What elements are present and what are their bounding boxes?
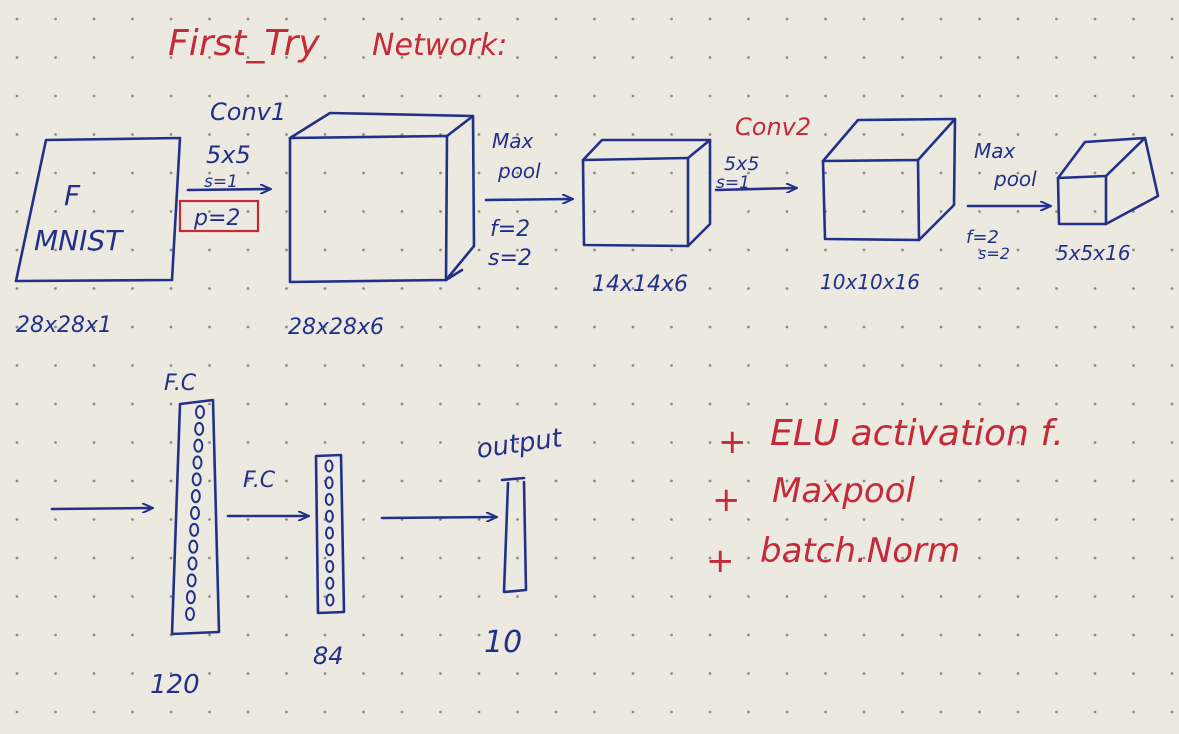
conv1-padding-box bbox=[178, 199, 260, 233]
conv1-padding: p=2 bbox=[193, 206, 240, 231]
note-bullet: + bbox=[712, 480, 741, 520]
neuron-circle bbox=[192, 455, 203, 470]
pool1-label-bottom: pool bbox=[497, 159, 541, 183]
page-subtitle: Network: bbox=[372, 28, 507, 63]
neuron-circle bbox=[185, 590, 196, 605]
input-top-text: F bbox=[64, 179, 81, 212]
neuron-circle bbox=[193, 438, 204, 453]
note-item: batch.Norm bbox=[760, 531, 960, 571]
neuron-circle bbox=[191, 472, 202, 487]
neuron-circle bbox=[185, 607, 195, 621]
pool2-label-bottom: pool bbox=[993, 167, 1037, 191]
fc2-to-output-arrow bbox=[380, 517, 496, 518]
neuron-circle bbox=[325, 543, 335, 557]
fc2-size: 84 bbox=[313, 642, 344, 670]
pool2-output-dims: 5x5x16 bbox=[1056, 241, 1131, 265]
conv2-output-cube bbox=[821, 117, 957, 242]
page-title: First_Try bbox=[168, 23, 320, 64]
conv2-stride: s=1 bbox=[716, 173, 750, 193]
pool2-stride: s=2 bbox=[978, 244, 1010, 263]
neuron-circle bbox=[324, 509, 334, 523]
note-item: Maxpool bbox=[772, 471, 915, 511]
neuron-circle bbox=[189, 522, 200, 537]
conv2-kernel: 5x5 bbox=[724, 153, 759, 175]
conv2-label: Conv2 bbox=[735, 113, 811, 141]
conv1-output-block bbox=[288, 111, 476, 284]
pool1-stride: s=2 bbox=[488, 246, 532, 271]
neuron-circle bbox=[190, 489, 201, 504]
conv2-arrow bbox=[714, 188, 796, 190]
neuron-circle bbox=[325, 576, 335, 590]
pool2-label-top: Max bbox=[974, 139, 1016, 163]
conv1-stride: s=1 bbox=[204, 172, 238, 192]
notes-list: + ELU activation f. + Maxpool + batch.No… bbox=[706, 413, 1064, 581]
neuron-circle bbox=[190, 506, 200, 520]
pool2-filter: f=2 bbox=[966, 227, 999, 248]
neuron-circle bbox=[188, 539, 199, 554]
neuron-circle bbox=[187, 556, 198, 571]
pool1-label-top: Max bbox=[492, 129, 534, 153]
neuron-circle bbox=[324, 476, 334, 490]
input-dims: 28x28x1 bbox=[16, 313, 112, 338]
pool1-arrow bbox=[484, 199, 572, 200]
flatten-arrow bbox=[50, 508, 152, 509]
fc2-layer bbox=[314, 453, 346, 615]
output-layer bbox=[500, 476, 528, 594]
conv1-kernel: 5x5 bbox=[206, 141, 251, 169]
pool2-output-cube bbox=[1056, 136, 1160, 226]
pool1-filter: f=2 bbox=[490, 217, 530, 242]
note-bullet: + bbox=[718, 422, 747, 462]
neuron-circle bbox=[325, 593, 335, 607]
fc1-layer bbox=[170, 398, 221, 636]
neuron-circle bbox=[194, 421, 205, 436]
neuron-circle bbox=[324, 459, 334, 473]
fc1-label: F.C bbox=[164, 371, 197, 396]
conv1-output-dims: 28x28x6 bbox=[288, 315, 384, 340]
note-bullet: + bbox=[706, 541, 735, 581]
pool1-output-cube bbox=[581, 138, 712, 248]
input-mnist-block: F MNIST bbox=[14, 136, 182, 283]
note-item: ELU activation f. bbox=[770, 413, 1064, 454]
neuron-circle bbox=[195, 405, 205, 419]
neuron-circle bbox=[324, 493, 334, 506]
neuron-circle bbox=[325, 526, 334, 540]
output-size: 10 bbox=[484, 625, 522, 660]
neuron-circle bbox=[186, 573, 197, 588]
pool1-output-dims: 14x14x6 bbox=[592, 272, 688, 297]
conv1-arrow bbox=[186, 189, 270, 190]
input-main-text: MNIST bbox=[34, 224, 124, 257]
conv2-output-dims: 10x10x16 bbox=[820, 270, 920, 294]
conv1-label: Conv1 bbox=[210, 98, 286, 126]
fc1-size: 120 bbox=[150, 670, 200, 700]
fc2-label: F.C bbox=[243, 468, 276, 493]
neuron-circle bbox=[325, 560, 335, 573]
